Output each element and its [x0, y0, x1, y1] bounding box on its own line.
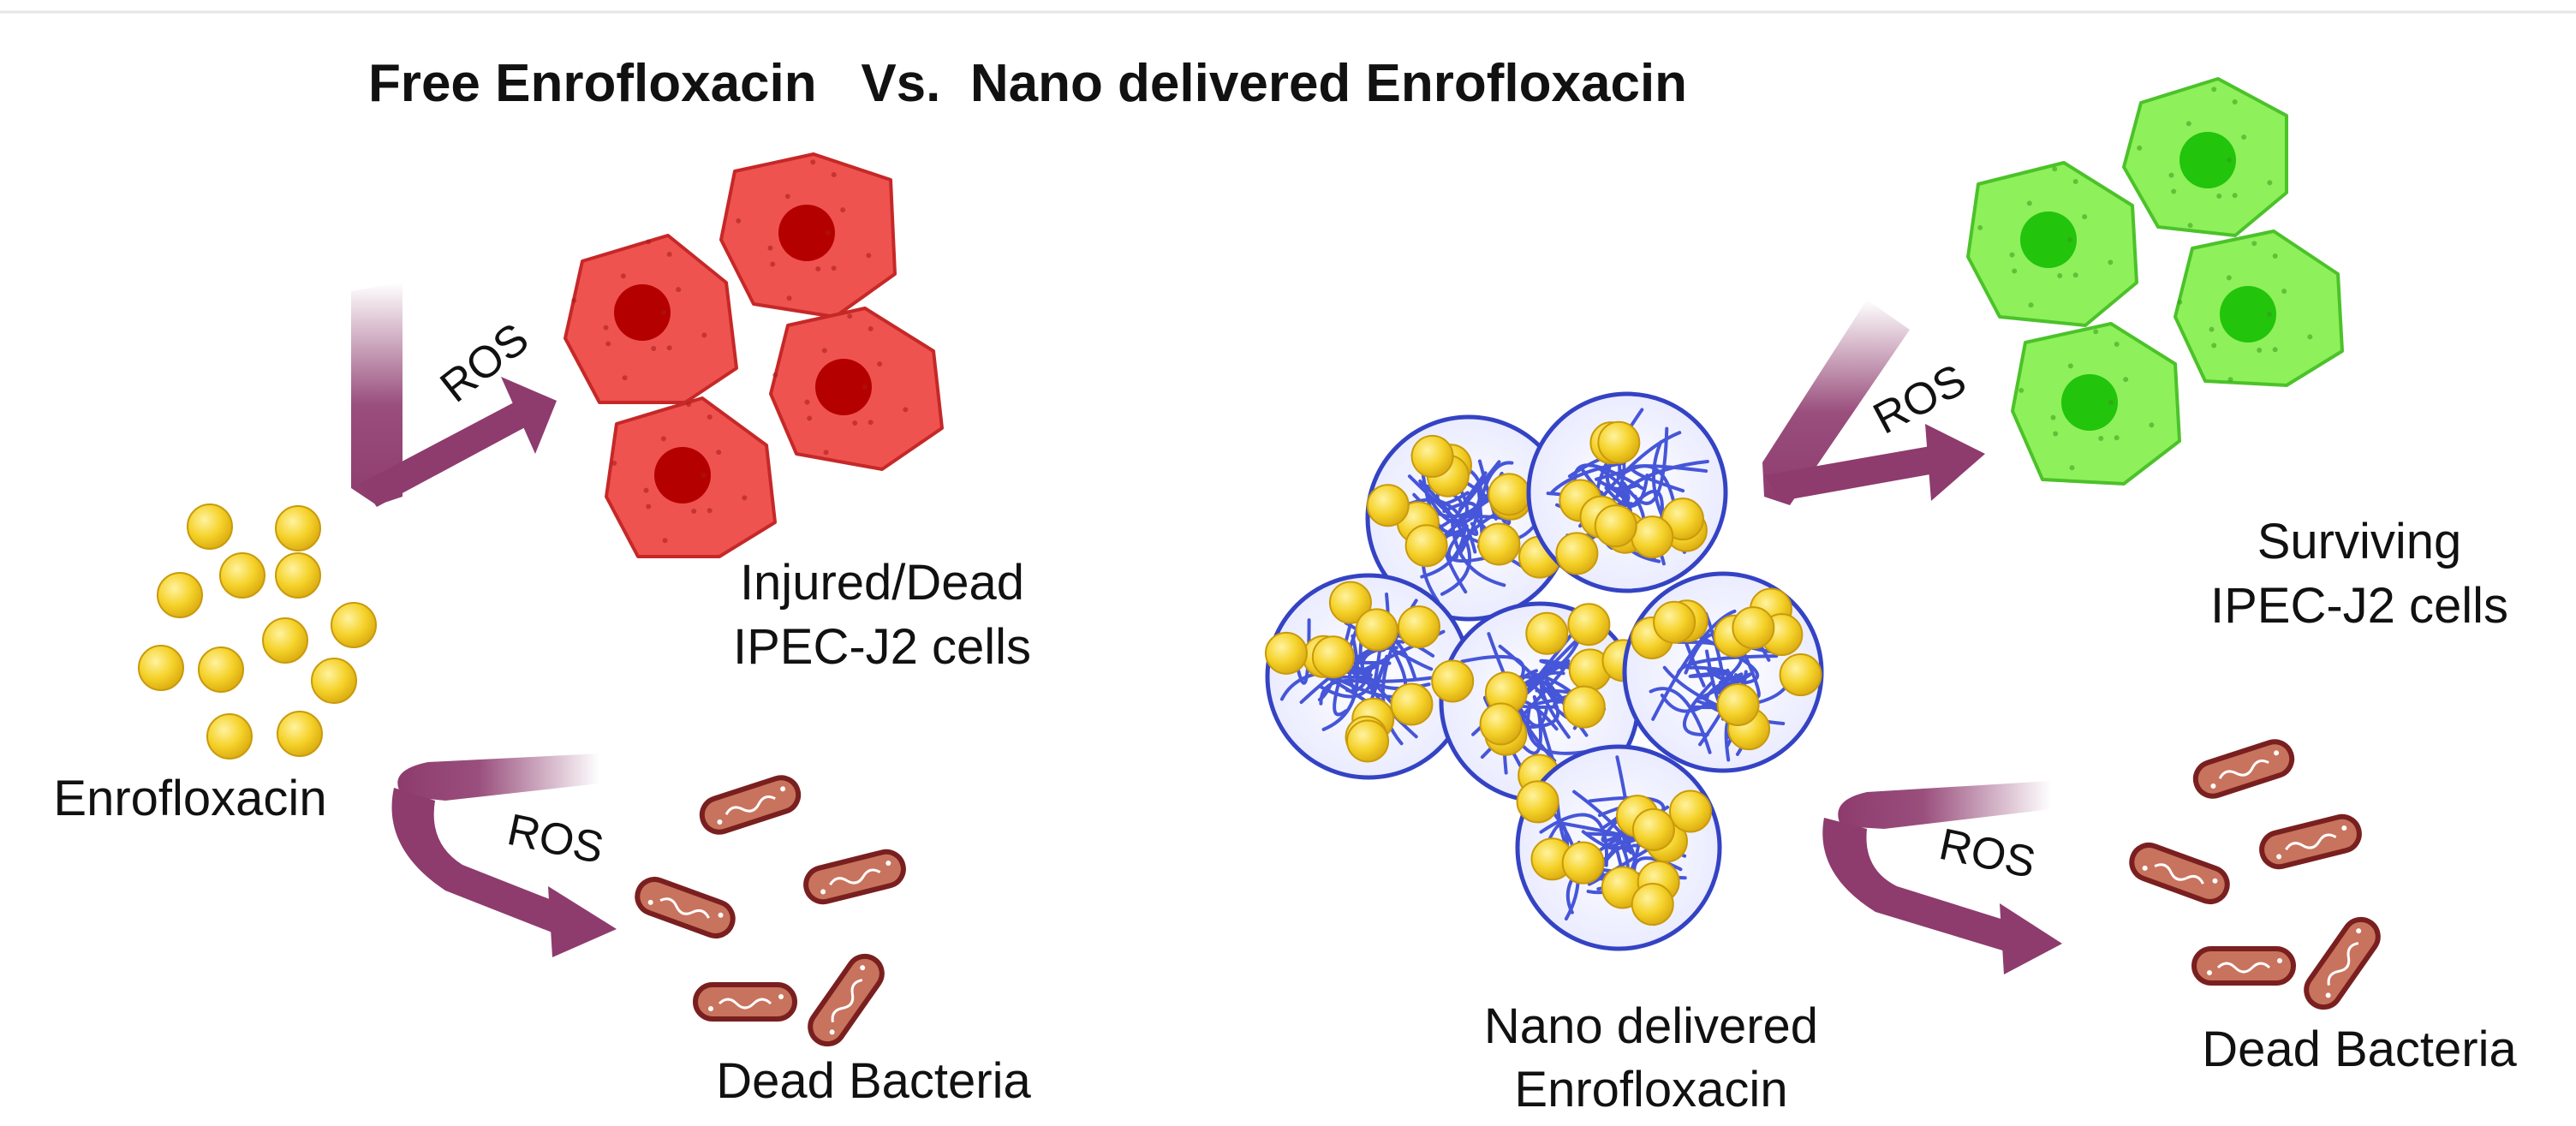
- surviving-cell: [2011, 322, 2181, 486]
- injured-cell: [719, 152, 897, 319]
- enrofloxacin-particle: [1516, 780, 1559, 824]
- bacteria-group-left: [635, 775, 906, 1047]
- bacterium: [2192, 739, 2295, 799]
- injured-cell: [769, 307, 944, 471]
- cell-nucleus: [2179, 132, 2236, 188]
- enrofloxacin-particle: [1264, 631, 1308, 675]
- cell-nucleus: [654, 447, 711, 503]
- nano-delivered-cluster: [1264, 391, 1824, 951]
- surviving-cell: [2174, 229, 2344, 387]
- injured-cell: [564, 234, 738, 404]
- enrofloxacin-particle: [1631, 807, 1675, 851]
- enrofloxacin-particle: [1346, 719, 1390, 763]
- enrofloxacin-particle: [1631, 515, 1674, 559]
- enrofloxacin-particle: [1668, 789, 1712, 833]
- nanocarrier: [1526, 391, 1728, 593]
- bacterium: [2304, 916, 2381, 1010]
- enrofloxacin-particle: [1366, 484, 1410, 527]
- enrofloxacin-particle: [187, 503, 233, 550]
- enrofloxacin-particle: [1562, 685, 1606, 729]
- free-enrofloxacin-particles: [138, 503, 377, 760]
- enrofloxacin-particle: [1779, 653, 1822, 697]
- enrofloxacin-particle: [1597, 420, 1641, 464]
- enrofloxacin-particle: [1631, 883, 1674, 926]
- nano-drug-label-line2: Enrofloxacin: [1514, 1062, 1787, 1117]
- bacteria-group-right: [2129, 739, 2381, 1010]
- enrofloxacin-particle: [1653, 600, 1696, 644]
- dead-bacteria-label-left: Dead Bacteria: [716, 1053, 1031, 1109]
- enrofloxacin-particle: [1479, 702, 1523, 746]
- enrofloxacin-particle: [311, 658, 357, 704]
- nanocarrier: [1365, 414, 1572, 622]
- enrofloxacin-particle: [277, 711, 323, 757]
- bacterium: [699, 775, 802, 835]
- surviving-cells-label-line1: Surviving: [2257, 514, 2462, 569]
- enrofloxacin-particle: [275, 505, 321, 551]
- enrofloxacin-particle: [1311, 635, 1355, 679]
- enrofloxacin-particle: [1555, 532, 1599, 575]
- nanocarrier: [1264, 573, 1472, 780]
- enrofloxacin-particle: [1561, 841, 1605, 885]
- injured-cells-group: [564, 152, 944, 558]
- enrofloxacin-particle: [1410, 434, 1454, 478]
- enrofloxacin-particle: [1567, 603, 1611, 646]
- bacterium: [2129, 843, 2230, 904]
- ros-arrow-to-bacteria-right: [1822, 781, 2062, 974]
- enrofloxacin-particle: [138, 645, 184, 691]
- surviving-cell: [2122, 77, 2288, 237]
- injured-cell: [605, 396, 777, 558]
- enrofloxacin-particle: [157, 572, 203, 618]
- cell-nucleus: [2220, 286, 2276, 343]
- cell-nucleus: [2061, 374, 2118, 431]
- free-drug-label: Enrofloxacin: [53, 771, 326, 826]
- enrofloxacin-particle: [1431, 659, 1475, 703]
- bacterium: [803, 849, 906, 905]
- enrofloxacin-particle: [219, 552, 265, 599]
- bacterium: [693, 982, 797, 1022]
- surviving-cells-group: [1966, 77, 2344, 486]
- enrofloxacin-particle: [1390, 682, 1434, 726]
- nanocarrier: [1622, 571, 1824, 773]
- enrofloxacin-particle: [262, 617, 308, 664]
- ros-arrow-to-cells-left: [351, 283, 557, 507]
- enrofloxacin-particle: [198, 646, 244, 693]
- injured-cells-label-line1: Injured/Dead: [740, 555, 1024, 611]
- nano-drug-label-line1: Nano delivered: [1484, 998, 1818, 1054]
- figure-title: Free Enrofloxacin Vs. Nano delivered Enr…: [368, 54, 1687, 113]
- bacterium: [635, 877, 736, 938]
- enrofloxacin-particle: [1732, 606, 1775, 650]
- injured-cells-label-line2: IPEC-J2 cells: [733, 619, 1031, 675]
- bacterium: [2191, 946, 2296, 986]
- enrofloxacin-particle: [1404, 524, 1448, 568]
- enrofloxacin-particle: [1594, 504, 1637, 548]
- enrofloxacin-particle: [1477, 522, 1521, 566]
- surviving-cell: [1966, 161, 2138, 327]
- enrofloxacin-particle: [331, 602, 377, 648]
- enrofloxacin-particle: [1355, 608, 1398, 652]
- ros-arrow-to-bacteria-left: [391, 754, 617, 957]
- cell-nucleus: [614, 284, 671, 341]
- bacterium: [808, 953, 885, 1047]
- dead-bacteria-label-right: Dead Bacteria: [2202, 1022, 2517, 1077]
- nanocarrier: [1515, 744, 1722, 951]
- enrofloxacin-particle: [1525, 611, 1569, 655]
- bacterium: [2259, 813, 2362, 870]
- ros-label-bacteria-left: ROS: [504, 805, 608, 873]
- cell-nucleus: [815, 359, 872, 415]
- enrofloxacin-particle: [206, 713, 253, 760]
- enrofloxacin-particle: [1716, 683, 1760, 727]
- cell-nucleus: [2020, 211, 2077, 268]
- ros-arrow-to-cells-right: [1762, 300, 1985, 505]
- cell-nucleus: [778, 205, 835, 261]
- enrofloxacin-particle: [1488, 473, 1531, 516]
- ros-label-bacteria-right: ROS: [1935, 819, 2040, 888]
- enrofloxacin-particle: [1397, 605, 1440, 649]
- enrofloxacin-particle: [275, 552, 321, 599]
- surviving-cells-label-line2: IPEC-J2 cells: [2210, 578, 2508, 634]
- enrofloxacin-particle: [1328, 581, 1372, 624]
